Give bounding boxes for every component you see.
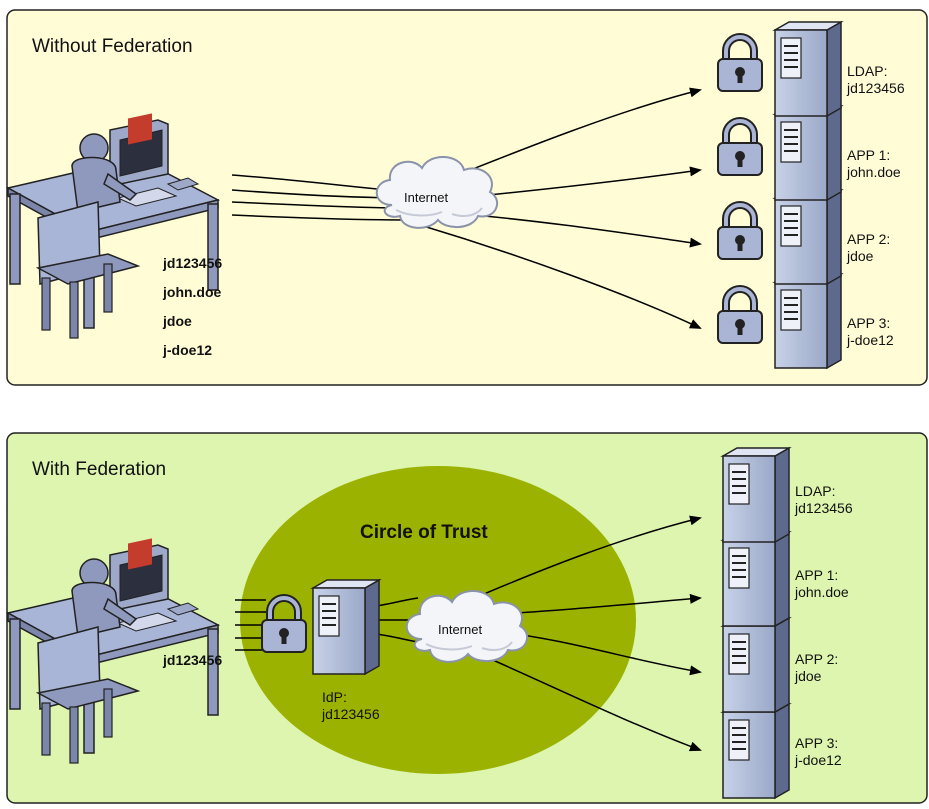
server-icon <box>774 189 842 285</box>
server-icon <box>774 273 842 369</box>
server-icon <box>722 703 790 799</box>
idp-label: IdP: <box>322 689 347 705</box>
user-id-item: jd123456 <box>162 255 222 271</box>
server-user: john.doe <box>846 164 901 180</box>
user-id-item: j-doe12 <box>162 342 212 358</box>
server-name: LDAP: <box>847 63 887 79</box>
server-user: jdoe <box>846 248 874 264</box>
user-id-item: john.doe <box>162 284 222 300</box>
server-user: j-doe12 <box>846 332 894 348</box>
server-name: APP 1: <box>795 567 838 583</box>
server-user: john.doe <box>794 584 849 600</box>
server-name: APP 2: <box>847 231 890 247</box>
server-icon <box>722 447 790 543</box>
user-id-item: jdoe <box>162 313 192 329</box>
server-name: LDAP: <box>795 483 835 499</box>
user-id-list: jd123456 john.doe jdoe j-doe12 <box>162 255 222 358</box>
server-icon <box>774 21 842 117</box>
server-user: j-doe12 <box>794 752 842 768</box>
server-name: APP 2: <box>795 651 838 667</box>
server-user: jd123456 <box>846 80 905 96</box>
idp-server-icon <box>312 579 380 675</box>
server-icon <box>722 617 790 713</box>
server-labels-bottom: LDAP: jd123456 APP 1: john.doe APP 2: jd… <box>794 483 853 768</box>
server-name: APP 1: <box>847 147 890 163</box>
server-icon <box>722 531 790 627</box>
internet-label-top: Internet <box>404 190 448 205</box>
server-icon <box>774 105 842 201</box>
panel-title-with: With Federation <box>32 459 166 480</box>
user-id-bottom: jd123456 <box>162 652 222 668</box>
idp-user: jd123456 <box>321 706 380 722</box>
server-name: APP 3: <box>847 315 890 331</box>
server-user: jd123456 <box>794 500 853 516</box>
server-name: APP 3: <box>795 735 838 751</box>
panel-title-without: Without Federation <box>32 36 193 57</box>
circle-of-trust-label: Circle of Trust <box>360 522 488 543</box>
internet-label-bottom: Internet <box>438 622 482 637</box>
server-labels-top: LDAP: jd123456 APP 1: john.doe APP 2: jd… <box>846 63 905 348</box>
server-user: jdoe <box>794 668 822 684</box>
